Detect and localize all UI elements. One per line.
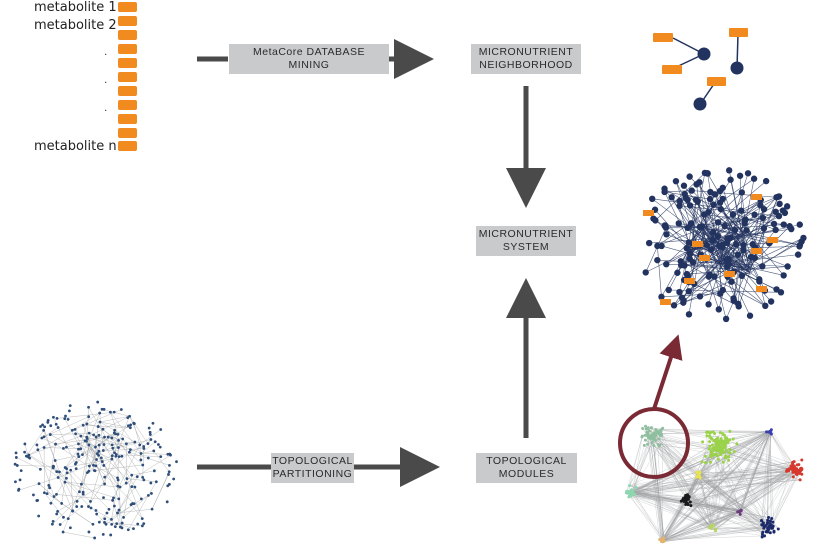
micronutrient-system-network <box>642 167 807 323</box>
neighborhood-line2: NEIGHBORHOOD <box>479 59 573 71</box>
metabolite-label-1: metabolite 1 <box>34 0 117 15</box>
neighborhood-line1: MICRONUTRIENT <box>478 46 574 58</box>
interactome-network <box>13 400 178 540</box>
modules-network <box>624 424 804 544</box>
neighborhood-graph <box>653 28 748 111</box>
modules-line2: MODULES <box>498 468 555 480</box>
ellipsis-dot-2: . <box>104 72 108 86</box>
partitioning-line1: TOPOLOGICAL <box>272 455 353 467</box>
modules-line1: TOPOLOGICAL <box>486 455 567 467</box>
metabolite-label-2: metabolite 2 <box>34 18 117 33</box>
metabolite-bars <box>118 2 137 151</box>
highlight-arrow <box>652 334 683 410</box>
ellipsis-dot-1: . <box>104 44 108 58</box>
metabolite-label-n: metabolite n <box>34 139 117 154</box>
mining-line2: MINING <box>288 59 330 71</box>
mining-line1: MetaCore DATABASE <box>253 46 365 58</box>
ellipsis-dot-3: . <box>104 100 108 114</box>
system-line1: MICRONUTRIENT <box>478 228 574 240</box>
partitioning-line2: PARTITIONING <box>272 468 353 480</box>
system-line2: SYSTEM <box>502 241 550 253</box>
